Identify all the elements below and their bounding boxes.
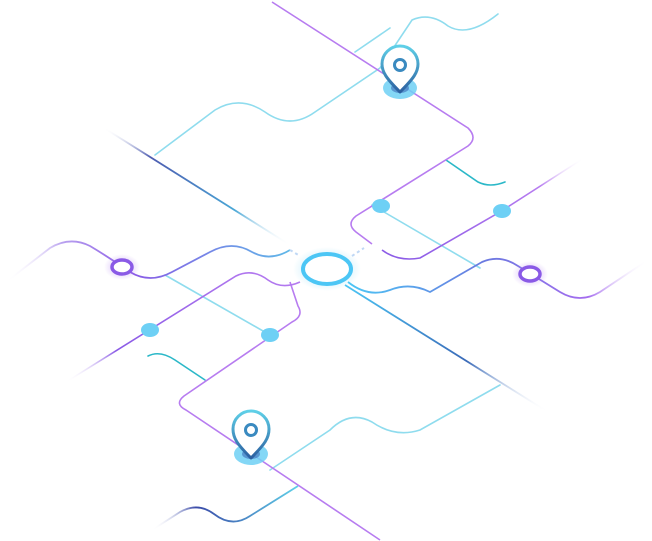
route-teal-right	[445, 159, 506, 186]
route-purple-lower	[178, 281, 381, 541]
route-cyan-top	[154, 13, 499, 156]
route-purple-main	[271, 1, 474, 245]
node-dot	[493, 204, 511, 218]
route-cyan-center	[371, 204, 481, 269]
route-teal-left	[147, 352, 206, 381]
route-cyan-left	[164, 274, 271, 336]
route-nodes	[141, 199, 511, 342]
node-dot	[141, 323, 159, 337]
route-cyan-bottom	[269, 384, 501, 471]
route-cyan-top-b	[354, 27, 391, 53]
hub-ring-icon	[289, 247, 365, 291]
map-pin-icon	[231, 409, 271, 465]
node-dot	[261, 328, 279, 342]
waypoint-ring-icon	[104, 254, 140, 280]
light-route-lines	[154, 13, 501, 471]
route-purple-fade-left	[65, 272, 301, 383]
route-navy-diagonal	[103, 127, 291, 246]
waypoint-ring-icon	[512, 261, 548, 287]
route-wave-right	[347, 257, 649, 299]
route-wave-left	[5, 240, 291, 283]
teal-route-strokes	[147, 159, 506, 381]
node-dot	[372, 199, 390, 213]
route-wave-bottom	[151, 485, 299, 531]
route-navy-diagonal-lower	[344, 284, 549, 413]
map-pin-icon	[380, 44, 420, 99]
route-purple-fade-right	[381, 157, 585, 260]
